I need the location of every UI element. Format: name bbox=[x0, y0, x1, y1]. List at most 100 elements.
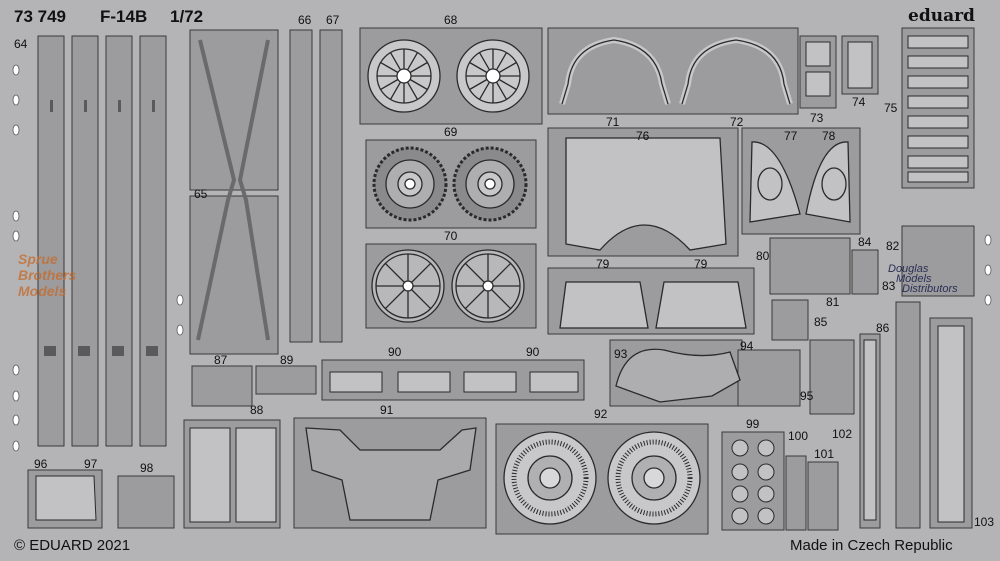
label-103: 103 bbox=[974, 515, 995, 529]
part-76-plate bbox=[565, 137, 727, 251]
part-68-fan-left bbox=[367, 39, 441, 113]
label-70: 70 bbox=[444, 229, 458, 243]
label-75: 75 bbox=[884, 101, 898, 115]
part-77-shape bbox=[749, 141, 801, 223]
part-84-part bbox=[851, 249, 879, 295]
part-75-bar-4 bbox=[907, 95, 969, 109]
part-103-strip bbox=[937, 325, 965, 523]
part-88-right bbox=[235, 427, 277, 523]
label-98: 98 bbox=[140, 461, 154, 475]
eduard-brand: eduard bbox=[908, 6, 975, 26]
label-72: 72 bbox=[730, 115, 744, 129]
label-85: 85 bbox=[814, 315, 828, 329]
part-90-bracket-2 bbox=[397, 371, 451, 393]
label-93: 93 bbox=[614, 347, 628, 361]
label-87: 87 bbox=[214, 353, 228, 367]
label-86: 86 bbox=[876, 321, 890, 335]
part-75-bar-7 bbox=[907, 155, 969, 169]
part-89-panel bbox=[255, 365, 317, 395]
label-73: 73 bbox=[810, 111, 824, 125]
part-86-strip-b bbox=[895, 301, 921, 529]
part-88-left bbox=[189, 427, 231, 523]
part-75-bar-1 bbox=[907, 35, 969, 49]
part-64-strip-2 bbox=[71, 35, 99, 447]
label-65: 65 bbox=[194, 187, 208, 201]
part-64-strip-3 bbox=[105, 35, 133, 447]
label-81: 81 bbox=[826, 295, 840, 309]
part-91-body bbox=[305, 427, 477, 521]
part-82-panel bbox=[901, 225, 975, 297]
model-name: F-14B bbox=[100, 7, 148, 26]
label-90b: 90 bbox=[526, 345, 540, 359]
part-64-strip-1 bbox=[37, 35, 65, 447]
label-78: 78 bbox=[822, 129, 836, 143]
watermark-douglas-models: Models bbox=[896, 273, 932, 285]
label-90a: 90 bbox=[388, 345, 402, 359]
label-101: 101 bbox=[814, 447, 835, 461]
part-90-bracket-3 bbox=[463, 371, 517, 393]
label-67: 67 bbox=[326, 13, 340, 27]
origin-text: Made in Czech Republic bbox=[790, 537, 953, 554]
part-98-panel bbox=[117, 475, 175, 529]
label-82: 82 bbox=[886, 239, 900, 253]
part-69-gear-right bbox=[452, 146, 528, 222]
part-70-wheel-right bbox=[451, 249, 525, 323]
part-64-strip-4 bbox=[139, 35, 167, 447]
watermark-sprue: Sprue bbox=[18, 251, 58, 267]
part-75-bar-2 bbox=[907, 55, 969, 69]
watermark-models: Models bbox=[18, 283, 67, 299]
part-96-97-clip bbox=[35, 475, 97, 521]
part-85-panel bbox=[771, 299, 809, 341]
watermark-brothers: Brothers bbox=[18, 267, 77, 283]
part-80-81-panel bbox=[769, 237, 851, 295]
label-79a: 79 bbox=[596, 257, 610, 271]
part-92-face-left bbox=[503, 431, 597, 525]
part-101-strip bbox=[807, 461, 839, 531]
part-79-right bbox=[655, 281, 747, 329]
label-94: 94 bbox=[740, 339, 754, 353]
label-79b: 79 bbox=[694, 257, 708, 271]
label-77: 77 bbox=[784, 129, 798, 143]
part-75-bar-6 bbox=[907, 135, 969, 149]
label-84: 84 bbox=[858, 235, 872, 249]
part-95-panel bbox=[809, 339, 855, 415]
label-64: 64 bbox=[14, 37, 28, 51]
label-83: 83 bbox=[882, 279, 896, 293]
part-100-strip bbox=[785, 455, 807, 531]
label-76: 76 bbox=[636, 129, 650, 143]
part-68-fan-right bbox=[456, 39, 530, 113]
part-70-wheel-left bbox=[371, 249, 445, 323]
watermark-douglas: Douglas bbox=[888, 263, 929, 275]
part-67-strip bbox=[319, 29, 343, 343]
part-65-strut bbox=[196, 39, 270, 341]
label-71: 71 bbox=[606, 115, 620, 129]
part-74-box bbox=[847, 41, 873, 89]
part-93-body bbox=[615, 348, 741, 403]
label-96: 96 bbox=[34, 457, 48, 471]
part-71-72-panel bbox=[547, 27, 799, 115]
part-66-strip bbox=[289, 29, 313, 343]
part-69-gear-left bbox=[372, 146, 448, 222]
part-75-bar-5 bbox=[907, 115, 969, 129]
scale-label: 1/72 bbox=[170, 7, 204, 26]
part-94-panel bbox=[737, 349, 801, 407]
part-79-left bbox=[559, 281, 649, 329]
label-88: 88 bbox=[250, 403, 264, 417]
part-75-bar-8 bbox=[907, 171, 969, 183]
set-number: 73 749 bbox=[14, 7, 66, 26]
part-90-bracket-4 bbox=[529, 371, 579, 393]
part-92-face-right bbox=[607, 431, 701, 525]
part-102-strip bbox=[863, 339, 877, 521]
part-99-panel bbox=[721, 431, 785, 531]
part-73-grid-2 bbox=[805, 71, 831, 97]
label-74: 74 bbox=[852, 95, 866, 109]
part-78-shape bbox=[805, 141, 851, 223]
label-97: 97 bbox=[84, 457, 98, 471]
label-95: 95 bbox=[800, 389, 814, 403]
part-99-disc bbox=[731, 439, 749, 457]
label-89: 89 bbox=[280, 353, 294, 367]
label-66: 66 bbox=[298, 13, 312, 27]
label-91: 91 bbox=[380, 403, 394, 417]
